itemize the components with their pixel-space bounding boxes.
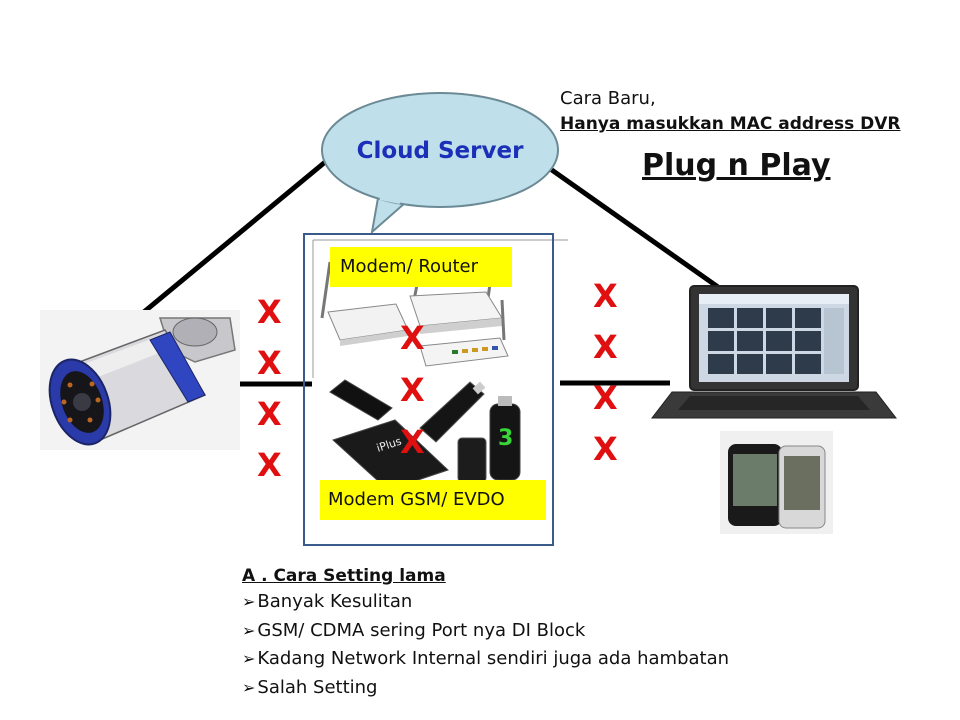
cctv-camera-icon [40, 310, 240, 450]
list-item: ➢Salah Setting [242, 674, 729, 703]
list-item-text: Salah Setting [257, 676, 378, 698]
svg-text:3: 3 [498, 426, 513, 451]
x-mark: X [593, 277, 618, 315]
list-item-text: Banyak Kesulitan [257, 591, 413, 612]
x-mark: X [257, 395, 282, 433]
x-mark: X [257, 344, 282, 382]
router-icon-1 [320, 261, 409, 346]
gsm-modem-label: Modem GSM/ EVDO [320, 480, 546, 520]
x-mark: X [593, 430, 618, 468]
box-corner-line [312, 239, 568, 378]
x-mark: X [400, 319, 425, 357]
list-item-text: Kadang Network Internal sendiri juga ada… [257, 648, 730, 669]
arrow-bullet-icon: ➢ [242, 677, 256, 697]
arrow-bullet-icon: ➢ [242, 649, 256, 668]
smartphones-icon [720, 431, 833, 534]
camera-feed-grid [708, 308, 821, 374]
x-marks-left: X X X X [257, 287, 282, 491]
usb-modem-icon-1 [329, 379, 393, 421]
old-method-section: A . Cara Setting lama ➢Banyak Kesulitan … [242, 566, 729, 702]
x-mark: X [593, 328, 618, 366]
laptop-icon [650, 285, 898, 419]
x-marks-right: X X X X [593, 271, 618, 475]
usb-modem-icon-2 [419, 381, 486, 443]
list-item: ➢GSM/ CDMA sering Port nya DI Block [242, 617, 729, 646]
cloud-server-label: Cloud Server [356, 138, 524, 164]
x-mark: X [400, 371, 425, 409]
network-device-box [303, 233, 554, 546]
x-mark: X [257, 293, 282, 331]
x-mark: X [400, 423, 425, 461]
new-method-title: Cara Baru, [560, 88, 656, 109]
arrow-bullet-icon: ➢ [242, 592, 256, 611]
line-cloud-to-laptop [547, 165, 720, 290]
usb-modem-icon-3: iPlus [332, 419, 449, 491]
list-item: ➢Banyak Kesulitan [242, 588, 729, 617]
x-marks-middle: X X X [400, 312, 425, 468]
arrow-bullet-icon: ➢ [242, 620, 256, 640]
old-method-title: A . Cara Setting lama [242, 566, 446, 586]
list-item-text: GSM/ CDMA sering Port nya DI Block [257, 619, 586, 641]
list-item: ➢Kadang Network Internal sendiri juga ad… [242, 645, 729, 674]
cloud-bubble [321, 92, 559, 235]
line-camera-to-cloud [125, 156, 332, 328]
router-label: Modem/ Router [330, 247, 512, 287]
new-method-description: Hanya masukkan MAC address DVR [560, 114, 901, 134]
x-mark: X [257, 446, 282, 484]
plug-n-play-headline: Plug n Play [642, 148, 831, 183]
router-icon-3 [419, 299, 509, 367]
x-mark: X [593, 379, 618, 417]
